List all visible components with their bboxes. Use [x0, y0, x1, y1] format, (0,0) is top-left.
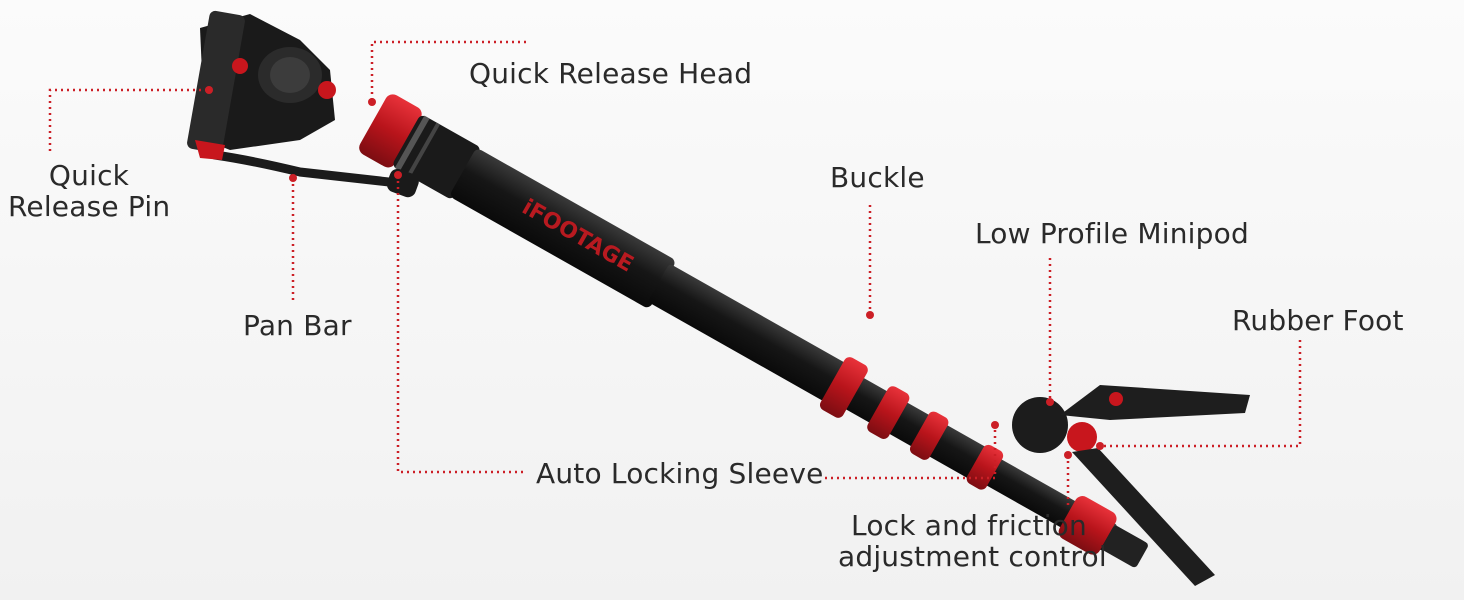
label-auto-locking-sleeve: Auto Locking Sleeve: [536, 457, 824, 490]
label-rubber-foot: Rubber Foot: [1232, 304, 1404, 337]
label-pan-bar: Pan Bar: [243, 309, 352, 342]
pan-bar-shape: [210, 150, 403, 188]
label-quick-release-pin-line2: Release Pin: [8, 190, 171, 223]
minipod: [1012, 385, 1250, 586]
label-lock-friction-line1: Lock and friction: [851, 509, 1087, 542]
label-low-profile-minipod: Low Profile Minipod: [975, 217, 1249, 250]
buckle-group: [819, 357, 1004, 490]
leader-dots: [205, 86, 1104, 459]
label-lock-friction-line2: adjustment control: [838, 540, 1107, 573]
label-quick-release-pin-line1: Quick: [48, 159, 130, 192]
label-buckle: Buckle: [830, 161, 925, 194]
video-head: [187, 10, 336, 160]
leader-lines: [48, 40, 1302, 506]
label-quick-release-head: Quick Release Head: [469, 57, 753, 90]
